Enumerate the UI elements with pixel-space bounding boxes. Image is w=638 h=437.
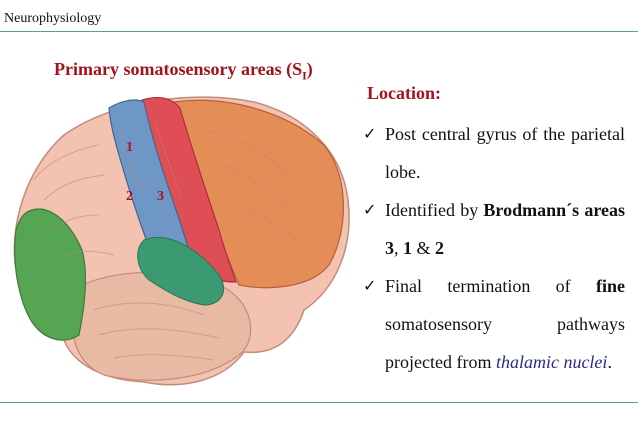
- check-icon: ✓: [363, 124, 377, 143]
- gyri-texture: [33, 119, 310, 361]
- header-rule: [0, 31, 638, 32]
- insula-strip: [137, 236, 224, 306]
- slide-title: Primary somatosensory areas (SI): [54, 59, 313, 83]
- brodmann-label-3: 3: [157, 189, 164, 204]
- bullet-list: ✓ Post central gyrus of the parietal lob…: [363, 115, 625, 381]
- bullet-item: ✓ Identified by Brodmann´s areas 3, 1 & …: [363, 191, 625, 267]
- brodmann-label-1: 1: [126, 140, 133, 155]
- bullet-item: ✓ Post central gyrus of the parietal lob…: [363, 115, 625, 191]
- brain-illustration: [13, 96, 350, 386]
- location-heading: Location:: [367, 83, 441, 103]
- footer-rule: [0, 402, 638, 403]
- bullet-item: ✓ Final termination of fine somatosensor…: [363, 267, 625, 381]
- check-icon: ✓: [363, 200, 377, 219]
- brodmann-label-2: 2: [126, 189, 133, 204]
- course-header: Neurophysiology: [4, 11, 102, 26]
- check-icon: ✓: [363, 276, 377, 295]
- occipital-lobe: [14, 208, 87, 341]
